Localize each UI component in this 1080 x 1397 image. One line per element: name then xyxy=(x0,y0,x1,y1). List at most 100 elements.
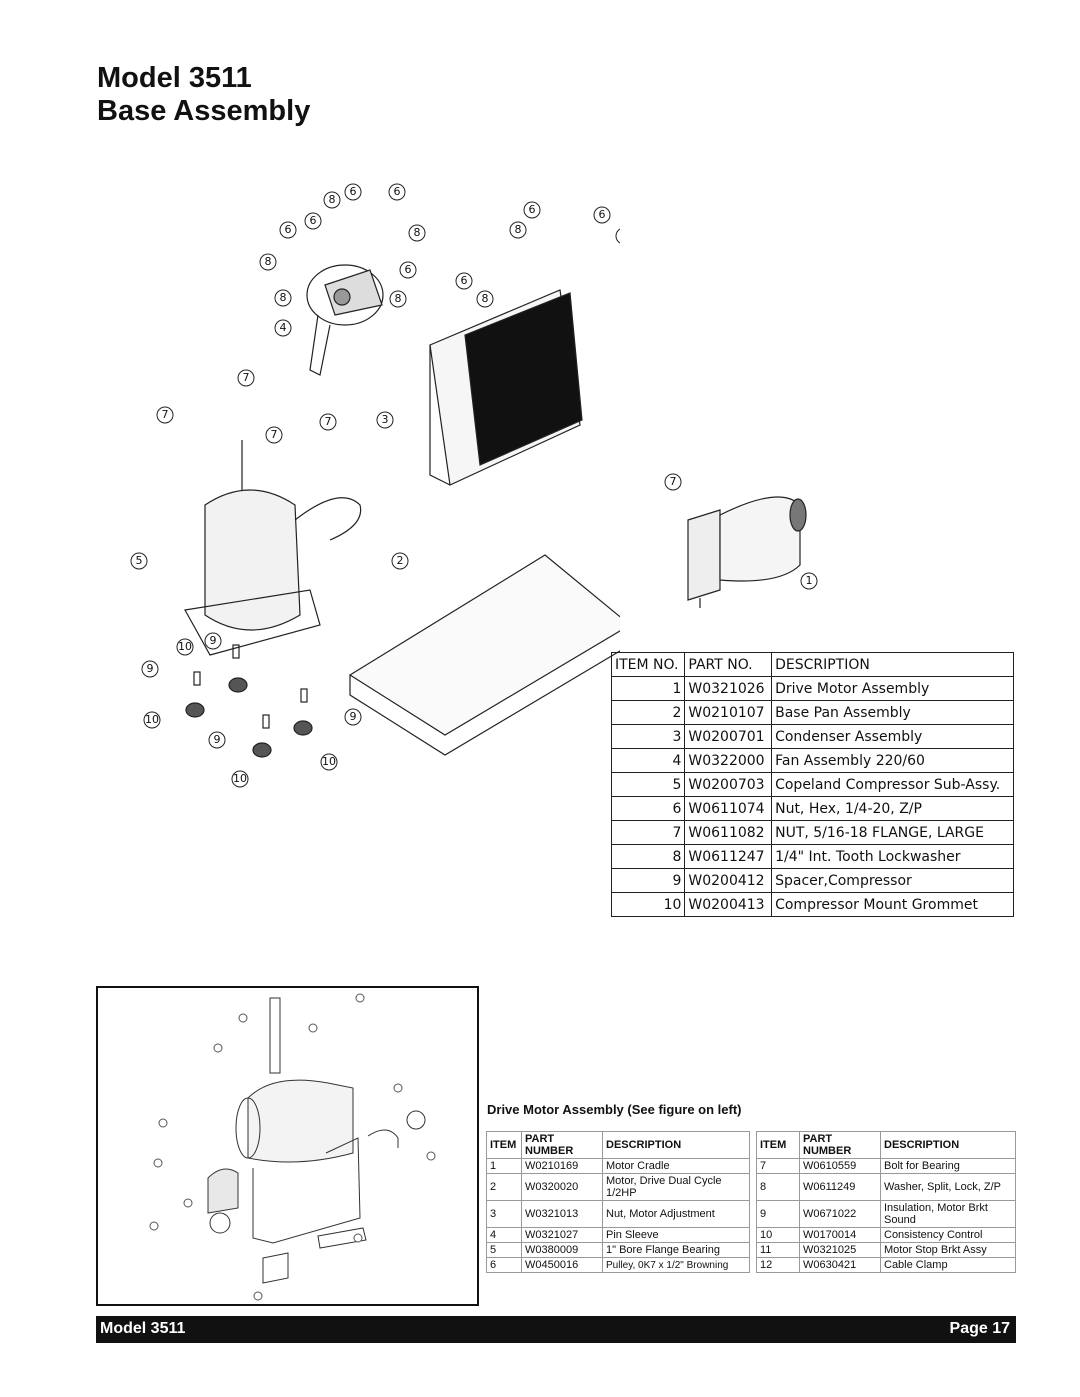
page-footer: Model 3511 Page 17 xyxy=(96,1316,1016,1343)
table-header-row: ITEM NO. PART NO. DESCRIPTION xyxy=(610,652,1014,677)
svg-text:7: 7 xyxy=(243,371,250,384)
svg-text:1: 1 xyxy=(806,574,813,587)
description: Pin Sleeve xyxy=(602,1227,750,1243)
page-title: Model 3511 Base Assembly xyxy=(97,62,310,128)
description: 1" Bore Flange Bearing xyxy=(602,1242,750,1258)
description: Nut, Motor Adjustment xyxy=(602,1200,750,1228)
drive-motor-table-title: Drive Motor Assembly (See figure on left… xyxy=(487,1102,742,1117)
callout-balloons: 8 6 6 6 6 8 8 8 4 6 6 8 8 6 6 8 8 7 7 7 … xyxy=(130,183,620,788)
description: Drive Motor Assembly xyxy=(771,676,1014,701)
description: Motor Cradle xyxy=(602,1158,750,1174)
item-no: 6 xyxy=(610,796,686,821)
svg-text:7: 7 xyxy=(325,415,332,428)
part-number: W0450016 xyxy=(521,1257,603,1273)
item: 8 xyxy=(756,1173,800,1201)
svg-text:10: 10 xyxy=(178,640,192,653)
item-no: 7 xyxy=(610,820,686,845)
header-description: DESCRIPTION xyxy=(771,652,1014,677)
item-no: 3 xyxy=(610,724,686,749)
svg-text:6: 6 xyxy=(599,208,606,221)
part-number: W0321027 xyxy=(521,1227,603,1243)
footer-page-number: Page 17 xyxy=(949,1320,1010,1337)
item: 5 xyxy=(486,1242,522,1258)
svg-text:4: 4 xyxy=(280,321,287,334)
part-no: W0321026 xyxy=(684,676,773,701)
svg-text:9: 9 xyxy=(210,634,217,647)
item: 1 xyxy=(486,1158,522,1174)
part-number: W0321013 xyxy=(521,1200,603,1228)
svg-text:3: 3 xyxy=(382,413,389,426)
part-no: W0611082 xyxy=(684,820,773,845)
header-part-number: PART NUMBER xyxy=(521,1131,603,1159)
header-item: ITEM xyxy=(486,1131,522,1159)
part-no: W0210107 xyxy=(684,700,773,725)
description: Washer, Split, Lock, Z/P xyxy=(880,1173,1016,1201)
part-no: W0200413 xyxy=(684,892,773,917)
part-no: W0200703 xyxy=(684,772,773,797)
svg-text:8: 8 xyxy=(395,292,402,305)
header-description: DESCRIPTION xyxy=(880,1131,1016,1159)
page-title-model: Model 3511 xyxy=(97,62,252,94)
svg-text:6: 6 xyxy=(405,263,412,276)
svg-text:6: 6 xyxy=(350,185,357,198)
svg-text:8: 8 xyxy=(414,226,421,239)
part-number: W0320020 xyxy=(521,1173,603,1201)
item-no: 4 xyxy=(610,748,686,773)
svg-text:2: 2 xyxy=(397,554,404,567)
description: Fan Assembly 220/60 xyxy=(771,748,1014,773)
svg-text:7: 7 xyxy=(271,428,278,441)
svg-text:10: 10 xyxy=(322,755,336,768)
item: 10 xyxy=(756,1227,800,1243)
header-description: DESCRIPTION xyxy=(602,1131,750,1159)
base-assembly-diagram: 8 6 6 6 6 8 8 8 4 6 6 8 8 6 6 8 8 7 7 7 … xyxy=(130,183,620,788)
item-no: 10 xyxy=(610,892,686,917)
item-no: 9 xyxy=(610,868,686,893)
svg-text:10: 10 xyxy=(233,772,247,785)
svg-text:8: 8 xyxy=(329,193,336,206)
item: 2 xyxy=(486,1173,522,1201)
description: Copeland Compressor Sub-Assy. xyxy=(771,772,1014,797)
description: Cable Clamp xyxy=(880,1257,1016,1273)
description: Bolt for Bearing xyxy=(880,1158,1016,1174)
description: Consistency Control xyxy=(880,1227,1016,1243)
drive-motor-parts-table: ITEM PART NUMBER DESCRIPTION ITEM PART N… xyxy=(486,1131,1016,1273)
part-number: W0380009 xyxy=(521,1242,603,1258)
part-number: W0630421 xyxy=(799,1257,881,1273)
footer-model: Model 3511 xyxy=(100,1320,186,1337)
header-item: ITEM xyxy=(756,1131,800,1159)
item-no: 1 xyxy=(610,676,686,701)
description: Pulley, 0K7 x 1/2" Browning xyxy=(602,1257,750,1273)
item-no: 5 xyxy=(610,772,686,797)
compressor-body xyxy=(204,489,301,631)
header-part-no: PART NO. xyxy=(684,652,773,677)
svg-text:6: 6 xyxy=(461,274,468,287)
part-number: W0170014 xyxy=(799,1227,881,1243)
item: 12 xyxy=(756,1257,800,1273)
drive-motor-diagram: 7 1 xyxy=(664,473,818,608)
description: NUT, 5/16-18 FLANGE, LARGE xyxy=(771,820,1014,845)
svg-text:8: 8 xyxy=(482,292,489,305)
item-no: 2 xyxy=(610,700,686,725)
svg-text:10: 10 xyxy=(145,713,159,726)
svg-text:6: 6 xyxy=(529,203,536,216)
part-number: W0321025 xyxy=(799,1242,881,1258)
drive-motor-exploded-figure xyxy=(96,986,479,1306)
item: 9 xyxy=(756,1200,800,1228)
svg-text:8: 8 xyxy=(265,255,272,268)
item-no: 8 xyxy=(610,844,686,869)
item: 6 xyxy=(486,1257,522,1273)
fan-blades xyxy=(306,264,384,326)
item: 4 xyxy=(486,1227,522,1243)
